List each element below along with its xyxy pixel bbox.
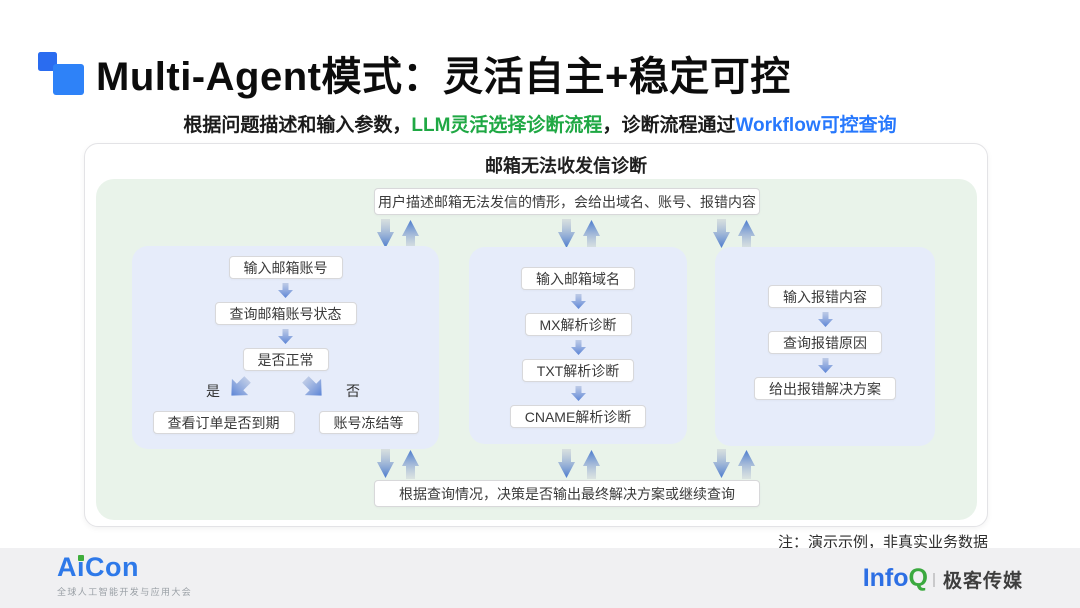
subtitle: 根据问题描述和输入参数，LLM灵活选择诊断流程，诊断流程通过Workflow可控…: [0, 110, 1080, 137]
icon-square-small: [38, 52, 57, 71]
branch-no-label: 否: [346, 383, 360, 399]
node-error-solution: 给出报错解决方案: [754, 377, 896, 400]
arrow-pair-top-error: [713, 219, 755, 249]
down-arrow-icon: [278, 329, 293, 344]
subtitle-part1: 根据问题描述和输入参数，: [183, 115, 412, 136]
arrow-pair-top-account: [377, 219, 419, 249]
node-input-domain: 输入邮箱域名: [521, 267, 635, 290]
subtitle-highlight-blue: Workflow可控查询: [735, 115, 897, 136]
infoq-wordmark-q: Q: [908, 564, 928, 592]
node-input-account: 输入邮箱账号: [228, 256, 343, 279]
node-mx-diagnosis: MX解析诊断: [524, 313, 632, 336]
up-arrow-icon: [583, 220, 600, 249]
column-error-report-check: 输入报错内容 查询报错原因 给出报错解决方案: [715, 247, 935, 446]
column-account-check: 输入邮箱账号 查询邮箱账号状态 是否正常 是 否 查看订单是否到期 账号冻结等: [132, 246, 439, 449]
arrow-pair-bottom-domain: [558, 449, 600, 479]
down-arrow-icon: [377, 449, 394, 478]
node-txt-diagnosis: TXT解析诊断: [521, 359, 635, 382]
node-query-account-status: 查询邮箱账号状态: [214, 302, 357, 325]
subtitle-part2: ，诊断流程通过: [602, 115, 736, 136]
diagram-title: 邮箱无法收发信诊断: [485, 156, 647, 176]
down-arrow-icon: [377, 219, 394, 248]
bottom-node: 根据查询情况，决策是否输出最终解决方案或继续查询: [374, 480, 760, 507]
up-arrow-icon: [738, 450, 755, 479]
diagram-panel: 邮箱无法收发信诊断 用户描述邮箱无法发信的情形，会给出域名、账号、报错内容 输入…: [84, 143, 988, 527]
down-arrow-icon: [558, 449, 575, 478]
down-arrow-icon: [713, 449, 730, 478]
node-input-error-content: 输入报错内容: [768, 285, 882, 308]
aicon-tagline: 全球人工智能开发与应用大会: [57, 587, 193, 597]
infoq-brand-divider: [932, 572, 935, 587]
down-arrow-icon: [570, 386, 586, 401]
aicon-wordmark: AiCon: [57, 552, 139, 582]
arrow-pair-bottom-account: [377, 449, 419, 479]
down-arrow-icon: [713, 219, 730, 248]
down-arrow-icon: [558, 219, 575, 248]
note-text: 注：演示示例，非真实业务数据: [777, 534, 988, 551]
infoq-logo: Info Q 极客传媒: [863, 564, 1023, 593]
arrow-pair-bottom-error: [713, 449, 755, 479]
down-arrow-icon: [570, 340, 586, 355]
node-check-order-expiry: 查看订单是否到期: [152, 411, 295, 434]
node-is-normal: 是否正常: [242, 348, 329, 371]
footer-band: AiCon 全球人工智能开发与应用大会 Info Q 极客传媒: [0, 548, 1080, 608]
branch-nodes: 查看订单是否到期 账号冻结等: [152, 411, 419, 434]
infoq-wordmark-info: Info: [862, 564, 909, 592]
node-query-error-cause: 查询报错原因: [768, 331, 882, 354]
up-arrow-icon: [738, 220, 755, 249]
arrow-pair-top-domain: [558, 219, 600, 249]
up-arrow-icon: [402, 220, 419, 249]
aicon-logo-text: AiCon: [57, 554, 192, 581]
down-arrow-icon: [570, 294, 586, 309]
down-arrow-icon: [278, 283, 293, 298]
down-arrow-icon: [817, 358, 833, 373]
branch-area: 是 否: [132, 371, 439, 411]
up-arrow-icon: [402, 450, 419, 479]
infoq-brand-text: 极客传媒: [942, 571, 1023, 592]
node-cname-diagnosis: CNAME解析诊断: [509, 405, 647, 428]
branch-no-arrow-icon: [297, 371, 330, 404]
subtitle-highlight-green: LLM灵活选择诊断流程: [411, 115, 603, 136]
icon-square-large: [53, 64, 84, 95]
down-arrow-icon: [817, 312, 833, 327]
aicon-logo: AiCon 全球人工智能开发与应用大会: [57, 554, 192, 598]
page-title: Multi-Agent模式：灵活自主+稳定可控: [96, 55, 791, 99]
branch-yes-arrow-icon: [223, 371, 256, 404]
top-node: 用户描述邮箱无法发信的情形，会给出域名、账号、报错内容: [374, 188, 760, 215]
node-account-frozen: 账号冻结等: [318, 411, 419, 434]
title-squares-icon: [38, 50, 86, 98]
aicon-green-dot-icon: [78, 555, 84, 561]
column-domain-dns-check: 输入邮箱域名 MX解析诊断 TXT解析诊断 CNAME解析诊断: [469, 247, 687, 444]
branch-yes-label: 是: [206, 383, 220, 399]
up-arrow-icon: [583, 450, 600, 479]
